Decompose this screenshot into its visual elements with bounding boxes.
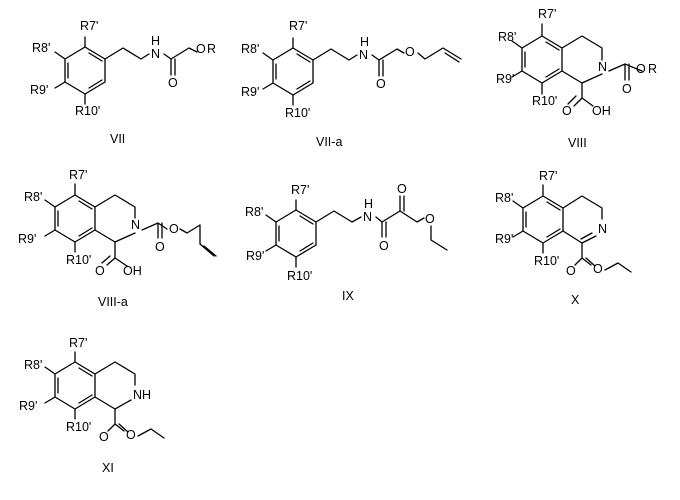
vii-compound-label: VII — [110, 132, 125, 146]
x-o-carbonyl-label: O — [566, 264, 576, 278]
structure-X: R7' R8' R9' R10' N O O X — [495, 169, 631, 307]
x-o-ester-label: O — [593, 262, 603, 276]
vii-o-ester-label: O — [196, 42, 206, 56]
structure-IX: R7' R8' R9' R10' N H O O O IX — [245, 182, 447, 303]
viiia-r7-label: R7' — [69, 168, 87, 182]
xi-r9-label: R9' — [19, 399, 37, 413]
viiia-oh-label: OH — [123, 264, 142, 278]
xi-r8-label: R8' — [24, 358, 42, 372]
xi-r7-label: R7' — [69, 336, 87, 350]
viii-compound-label: VIII — [568, 136, 587, 150]
x-n-label: N — [598, 222, 607, 236]
viiia-r9-label: R9' — [18, 232, 36, 246]
vii-ring — [65, 47, 105, 94]
ix-h-label: H — [364, 197, 373, 211]
viii-o-carbonyl-label: O — [622, 82, 632, 96]
viii-r7-label: R7' — [538, 7, 556, 21]
vii-r10-label: R10' — [75, 104, 100, 118]
viii-r8-label: R8' — [498, 30, 516, 44]
viiia-o-carbonyl-label: O — [155, 240, 165, 254]
vii-r9-label: R9' — [30, 83, 48, 97]
viiia-r10-label: R10' — [66, 253, 91, 267]
viia-n-label: N — [359, 48, 368, 62]
viii-r9-label: R9' — [496, 72, 514, 86]
viia-o-ester-label: O — [405, 45, 415, 59]
viiia-o-ester-label: O — [169, 222, 179, 236]
ix-o1-label: O — [379, 239, 389, 253]
vii-h-label: H — [151, 34, 160, 48]
viia-o-carbonyl-label: O — [376, 77, 386, 91]
viia-compound-label: VII-a — [316, 135, 342, 149]
xi-o-ester-label: O — [126, 428, 136, 442]
viiia-n-label: N — [131, 218, 140, 232]
x-r9-label: R9' — [495, 232, 513, 246]
viia-r9-label: R9' — [241, 85, 259, 99]
ix-compound-label: IX — [342, 289, 354, 303]
viiia-compound-label: VIII-a — [98, 295, 128, 309]
ix-r9-label: R9' — [246, 249, 264, 263]
ix-r10-label: R10' — [287, 269, 312, 283]
vii-n-label: N — [151, 47, 160, 61]
viii-oh-label: OH — [592, 104, 611, 118]
viia-h-label: H — [360, 35, 369, 49]
xi-compound-label: XI — [102, 461, 114, 475]
x-compound-label: X — [571, 293, 580, 307]
vii-o-carbonyl-label: O — [168, 76, 178, 90]
x-r8-label: R8' — [495, 191, 513, 205]
viii-o-ester-label: O — [636, 62, 646, 76]
viii-r-label: R — [648, 62, 657, 76]
viii-n-label: N — [598, 60, 607, 74]
x-r10-label: R10' — [534, 254, 559, 268]
viia-r7-label: R7' — [289, 19, 307, 33]
ix-n-label: N — [363, 210, 372, 224]
structure-VII-a: R7' R8' R9' R10' N H O O VII-a — [241, 19, 461, 149]
structure-XI: R7' R8' R9' R10' NH O O XI — [19, 336, 164, 475]
ix-o3-label: O — [425, 212, 435, 226]
structure-VIII-a: R7' R8' R9' R10' N O O O OH VIII-a — [18, 168, 216, 309]
viii-r10-label: R10' — [532, 94, 557, 108]
viiia-r8-label: R8' — [24, 190, 42, 204]
xi-o-carbonyl-label: O — [99, 430, 109, 444]
ix-r7-label: R7' — [291, 183, 309, 197]
structure-VII: R7' R8' R9' R10' N H O O R VII — [30, 19, 216, 146]
vii-r-label: R — [207, 42, 216, 56]
viia-r8-label: R8' — [241, 42, 259, 56]
x-r7-label: R7' — [539, 169, 557, 183]
vii-r7-label: R7' — [80, 19, 98, 33]
viiia-o-acid-label: O — [95, 264, 105, 278]
ix-r8-label: R8' — [245, 205, 263, 219]
viii-o-acid-label: O — [562, 104, 572, 118]
xi-nh-label: NH — [133, 388, 151, 402]
viia-r10-label: R10' — [285, 106, 310, 120]
vii-r8-label: R8' — [32, 41, 50, 55]
structure-VIII: R7' R8' R9' R10' N O O R O OH VIII — [496, 7, 657, 150]
xi-r10-label: R10' — [66, 420, 91, 434]
ix-o2-label: O — [397, 182, 407, 196]
vii-chain — [105, 48, 149, 59]
